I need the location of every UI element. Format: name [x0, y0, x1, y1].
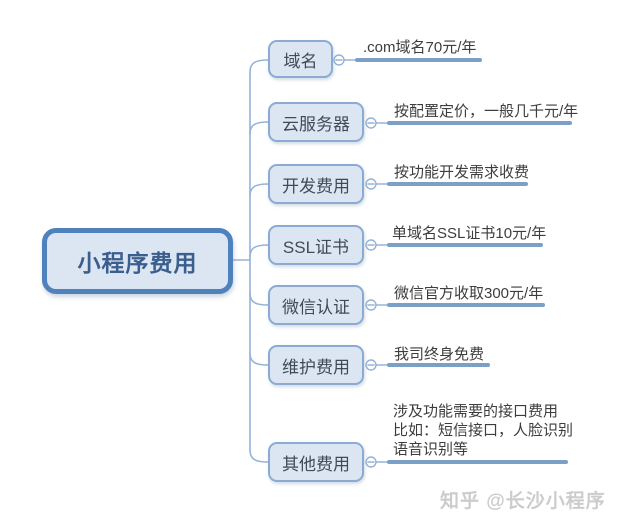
- collapse-icon: [365, 456, 389, 468]
- branch-node-label: 其他费用: [282, 454, 350, 474]
- root-node: 小程序费用: [42, 228, 233, 294]
- leaf-underline: [387, 121, 572, 125]
- branch-connector-line: [249, 183, 269, 197]
- leaf-note-cloud-server: 按配置定价，一般几千元/年: [394, 103, 579, 120]
- leaf-note-other-fee: 涉及功能需要的接口费用 比如：短信接口，人脸识别 语音识别等: [393, 403, 574, 458]
- zhihu-watermark: 知乎 @长沙小程序: [440, 491, 606, 512]
- leaf-underline: [387, 363, 490, 367]
- branch-node-dev-fee: 开发费用: [268, 164, 364, 204]
- leaf-underline: [355, 58, 482, 62]
- branch-connector-line: [249, 59, 269, 73]
- collapse-icon: [365, 239, 389, 251]
- branch-connector-line: [249, 244, 269, 258]
- branch-node-label: 开发费用: [282, 176, 350, 196]
- leaf-note-wechat-verify: 微信官方收取300元/年: [394, 285, 544, 302]
- branch-connector-line: [249, 352, 269, 366]
- branch-node-other-fee: 其他费用: [268, 442, 364, 482]
- branch-node-label: 云服务器: [282, 114, 350, 134]
- branch-node-label: 维护费用: [282, 357, 350, 377]
- leaf-note-dev-fee: 按功能开发需求收费: [394, 164, 530, 181]
- branch-connector-line: [249, 121, 269, 135]
- branch-node-wechat-verify: 微信认证: [268, 285, 364, 325]
- branch-connector-line: [249, 292, 269, 306]
- root-node-label: 小程序费用: [77, 250, 198, 276]
- collapse-icon: [333, 54, 357, 66]
- branch-connector-line: [249, 449, 269, 463]
- collapse-icon: [365, 359, 389, 371]
- branch-node-maintenance-fee: 维护费用: [268, 345, 364, 385]
- leaf-note-ssl-cert: 单域名SSL证书10元/年: [392, 225, 547, 242]
- branch-node-cloud-server: 云服务器: [268, 102, 364, 142]
- leaf-underline: [387, 303, 545, 307]
- collapse-icon: [365, 178, 389, 190]
- branch-node-label: 域名: [283, 51, 318, 71]
- branch-node-label: 微信认证: [282, 297, 350, 317]
- leaf-underline: [387, 460, 568, 464]
- branch-node-domain: 域名: [268, 40, 333, 78]
- branch-node-ssl-cert: SSL证书: [268, 225, 364, 265]
- leaf-note-domain: .com域名70元/年: [363, 39, 477, 56]
- leaf-underline: [387, 243, 543, 247]
- leaf-note-maintenance-fee: 我司终身免费: [394, 346, 485, 363]
- collapse-icon: [365, 117, 389, 129]
- collapse-icon: [365, 299, 389, 311]
- branch-node-label: SSL证书: [282, 237, 350, 257]
- leaf-underline: [387, 182, 528, 186]
